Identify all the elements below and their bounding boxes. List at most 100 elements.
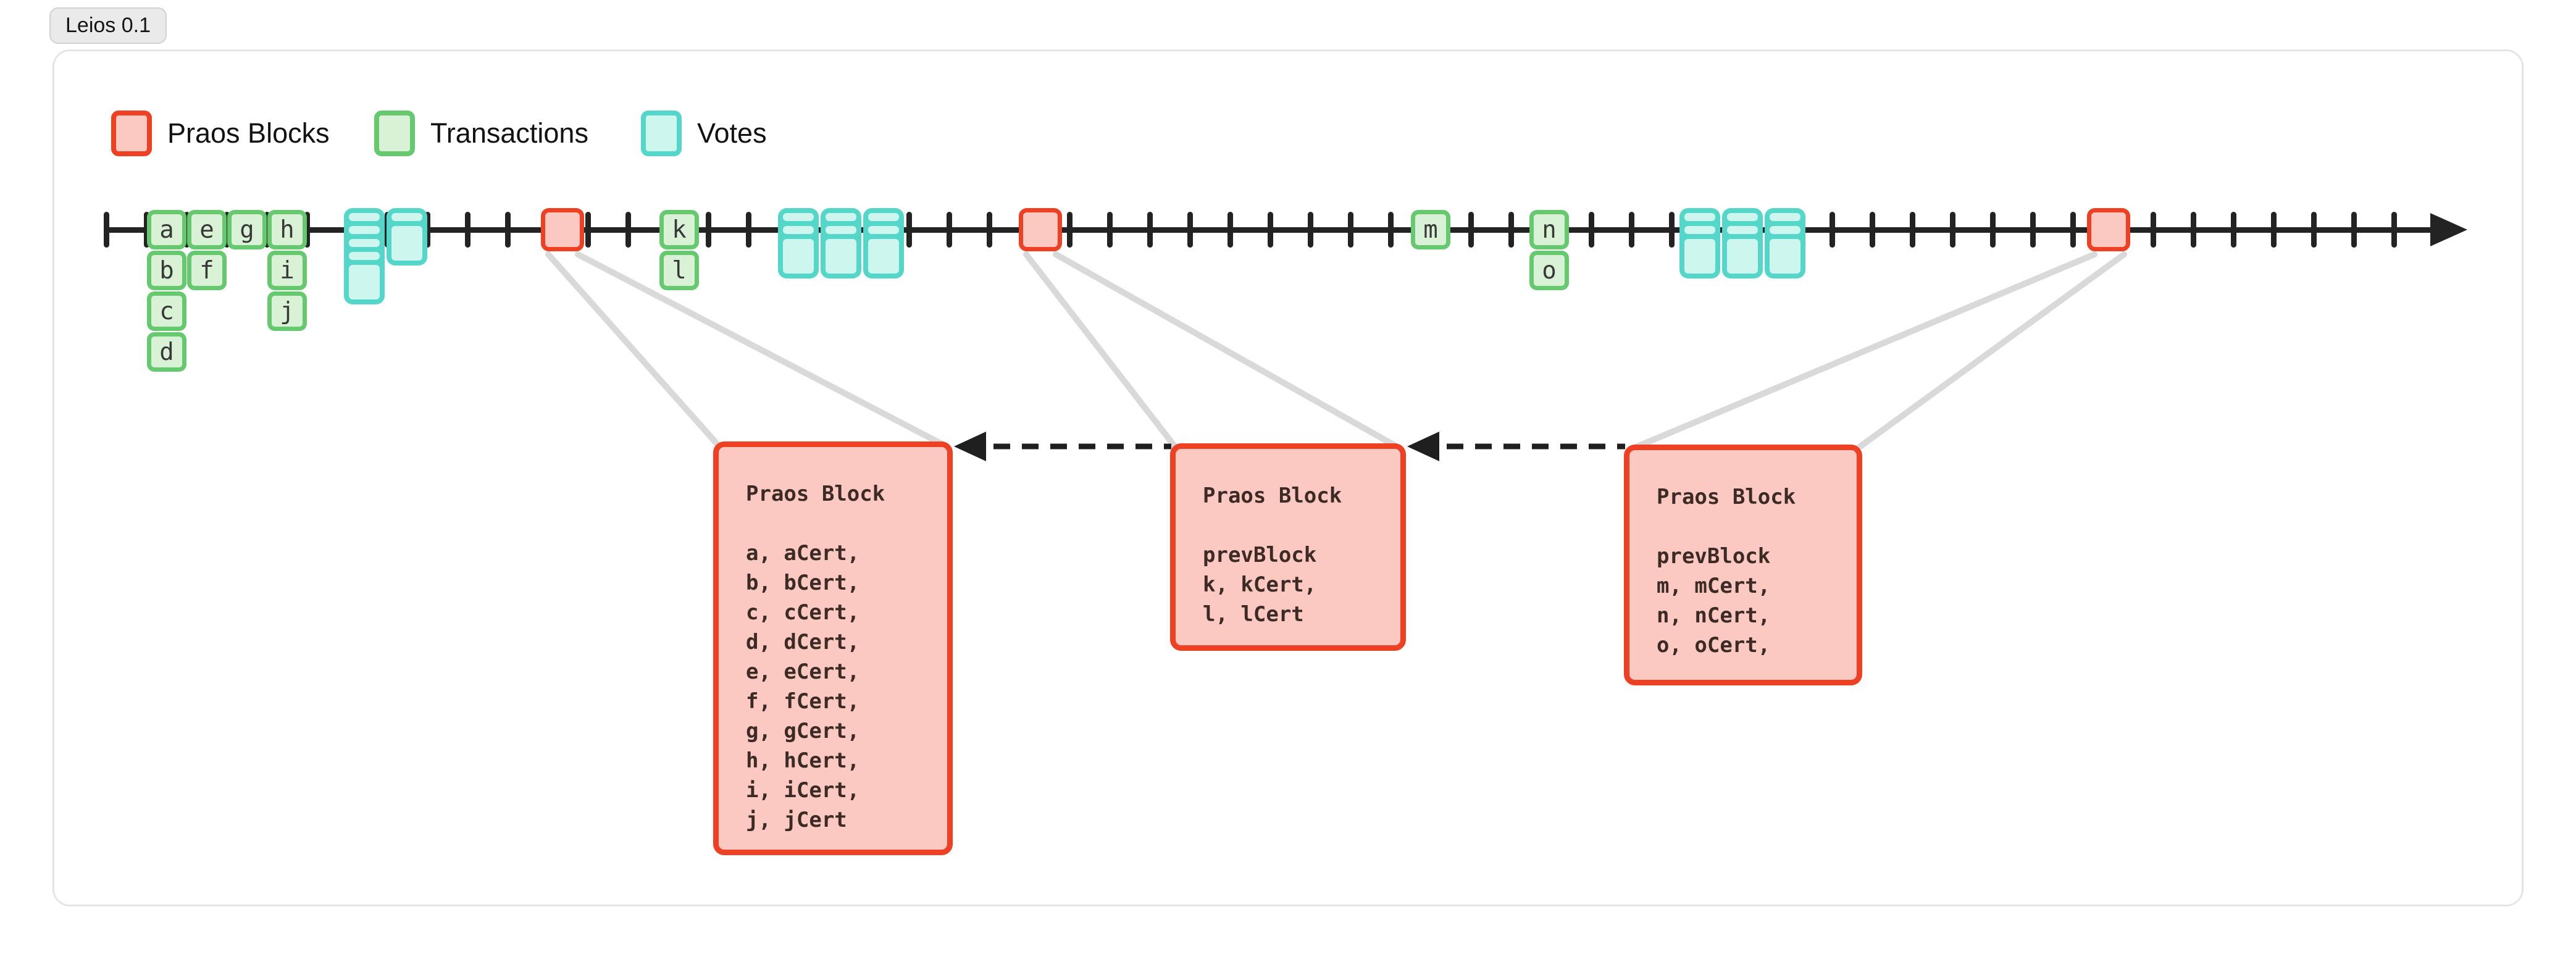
tx-block-i: i — [267, 251, 307, 290]
praos-box-gap — [1203, 511, 1388, 540]
tx-block-l: l — [659, 251, 699, 290]
praos-box-line: o, oCert, — [1657, 633, 1771, 658]
timeline-tick — [746, 212, 751, 248]
praos-box-line: prevBlock — [1203, 543, 1317, 567]
praos-box-gap — [1657, 512, 1844, 542]
vote-cell — [349, 213, 380, 221]
vote-swatch-icon — [641, 111, 682, 156]
praos-box-line: a, aCert, — [746, 541, 860, 566]
version-badge: Leios 0.1 — [49, 7, 167, 44]
tx-block-g: g — [227, 210, 267, 249]
timeline-tick — [1870, 212, 1875, 248]
tx-block-b: b — [147, 251, 186, 290]
arrowhead-left-icon — [1407, 432, 1439, 461]
timeline-tick — [1990, 212, 1996, 248]
tx-block-c: c — [147, 291, 186, 331]
legend-label: Praos Blocks — [167, 117, 330, 149]
vote-cell — [1727, 239, 1758, 274]
timeline-tick — [1067, 212, 1073, 248]
praos-box-line: m, mCert, — [1657, 574, 1771, 598]
vote-column — [1679, 208, 1720, 278]
timeline-tick — [264, 212, 270, 248]
praos-box-line: prevBlock — [1657, 544, 1771, 569]
vote-cell — [1684, 213, 1715, 221]
vote-cell — [349, 226, 380, 234]
timeline-tick — [625, 212, 631, 248]
vote-cell — [349, 265, 380, 299]
vote-cell — [1727, 213, 1758, 221]
timeline-tick — [1830, 212, 1835, 248]
timeline-tick — [1508, 212, 1514, 248]
vote-cell — [1770, 213, 1800, 221]
timeline-tick — [1268, 212, 1273, 248]
timeline-tick — [1187, 212, 1193, 248]
timeline-tick — [2271, 212, 2277, 248]
tx-block-f: f — [187, 251, 227, 290]
vote-cell — [391, 213, 422, 221]
vote-column — [1765, 208, 1805, 278]
praos-box-line: h, hCert, — [746, 748, 860, 773]
arrowhead-left-icon — [954, 432, 986, 461]
legend-label: Votes — [697, 117, 767, 149]
vote-cell — [349, 252, 380, 260]
praos-block-2 — [1019, 208, 1062, 251]
timeline-tick — [2351, 212, 2357, 248]
timeline-tick — [2311, 212, 2317, 248]
vote-cell — [1770, 226, 1800, 234]
timeline-tick — [1348, 212, 1353, 248]
praos-box-line: k, kCert, — [1203, 572, 1317, 597]
tx-block-n: n — [1529, 210, 1569, 249]
connector-line — [575, 251, 950, 450]
timeline-tick — [947, 212, 952, 248]
vote-cell — [391, 226, 422, 261]
praos-box-line: e, eCert, — [746, 659, 860, 684]
vote-column — [778, 208, 819, 278]
tx-block-k: k — [659, 210, 699, 249]
timeline-tick — [304, 212, 310, 248]
praos-box-line: j, jCert — [746, 808, 847, 832]
timeline-tick — [2030, 212, 2036, 248]
vote-cell — [826, 213, 856, 221]
timeline-tick — [144, 212, 149, 248]
vote-cell — [1770, 239, 1800, 274]
vote-cell — [783, 226, 814, 234]
timeline-tick — [224, 212, 230, 248]
legend-item-votes: Votes — [641, 111, 767, 156]
tx-block-d: d — [147, 332, 186, 372]
praos-box-line: n, nCert, — [1657, 603, 1771, 628]
legend-item-praos-blocks: Praos Blocks — [111, 111, 330, 156]
timeline-tick — [425, 212, 430, 248]
praos-block-3 — [2087, 208, 2130, 251]
timeline-tick — [1147, 212, 1153, 248]
timeline-tick — [1910, 212, 1915, 248]
timeline-tick — [2070, 212, 2076, 248]
legend-label: Transactions — [430, 117, 588, 149]
tx-block-e: e — [187, 210, 227, 249]
praos-block-swatch-icon — [111, 111, 152, 156]
vote-cell — [826, 239, 856, 274]
timeline-tick — [104, 212, 109, 248]
tx-block-o: o — [1529, 251, 1569, 290]
vote-cell — [783, 239, 814, 274]
praos-block-1 — [541, 208, 584, 251]
connector-line — [1053, 251, 1403, 451]
vote-cell — [868, 226, 899, 234]
timeline-tick — [1589, 212, 1594, 248]
legend-item-transactions: Transactions — [374, 111, 588, 156]
vote-cell — [783, 213, 814, 221]
timeline-tick — [1308, 212, 1313, 248]
praos-box-line: i, iCert, — [746, 778, 860, 803]
timeline-tick — [505, 212, 511, 248]
connector-line — [1853, 251, 2127, 453]
praos-box-line: f, fCert, — [746, 689, 860, 714]
connector-line — [1023, 251, 1179, 451]
praos-box-title: Praos Block — [746, 482, 885, 506]
timeline-tick — [987, 212, 992, 248]
vote-column — [387, 208, 427, 266]
timeline-tick — [2391, 212, 2397, 248]
timeline-tick — [465, 212, 470, 248]
